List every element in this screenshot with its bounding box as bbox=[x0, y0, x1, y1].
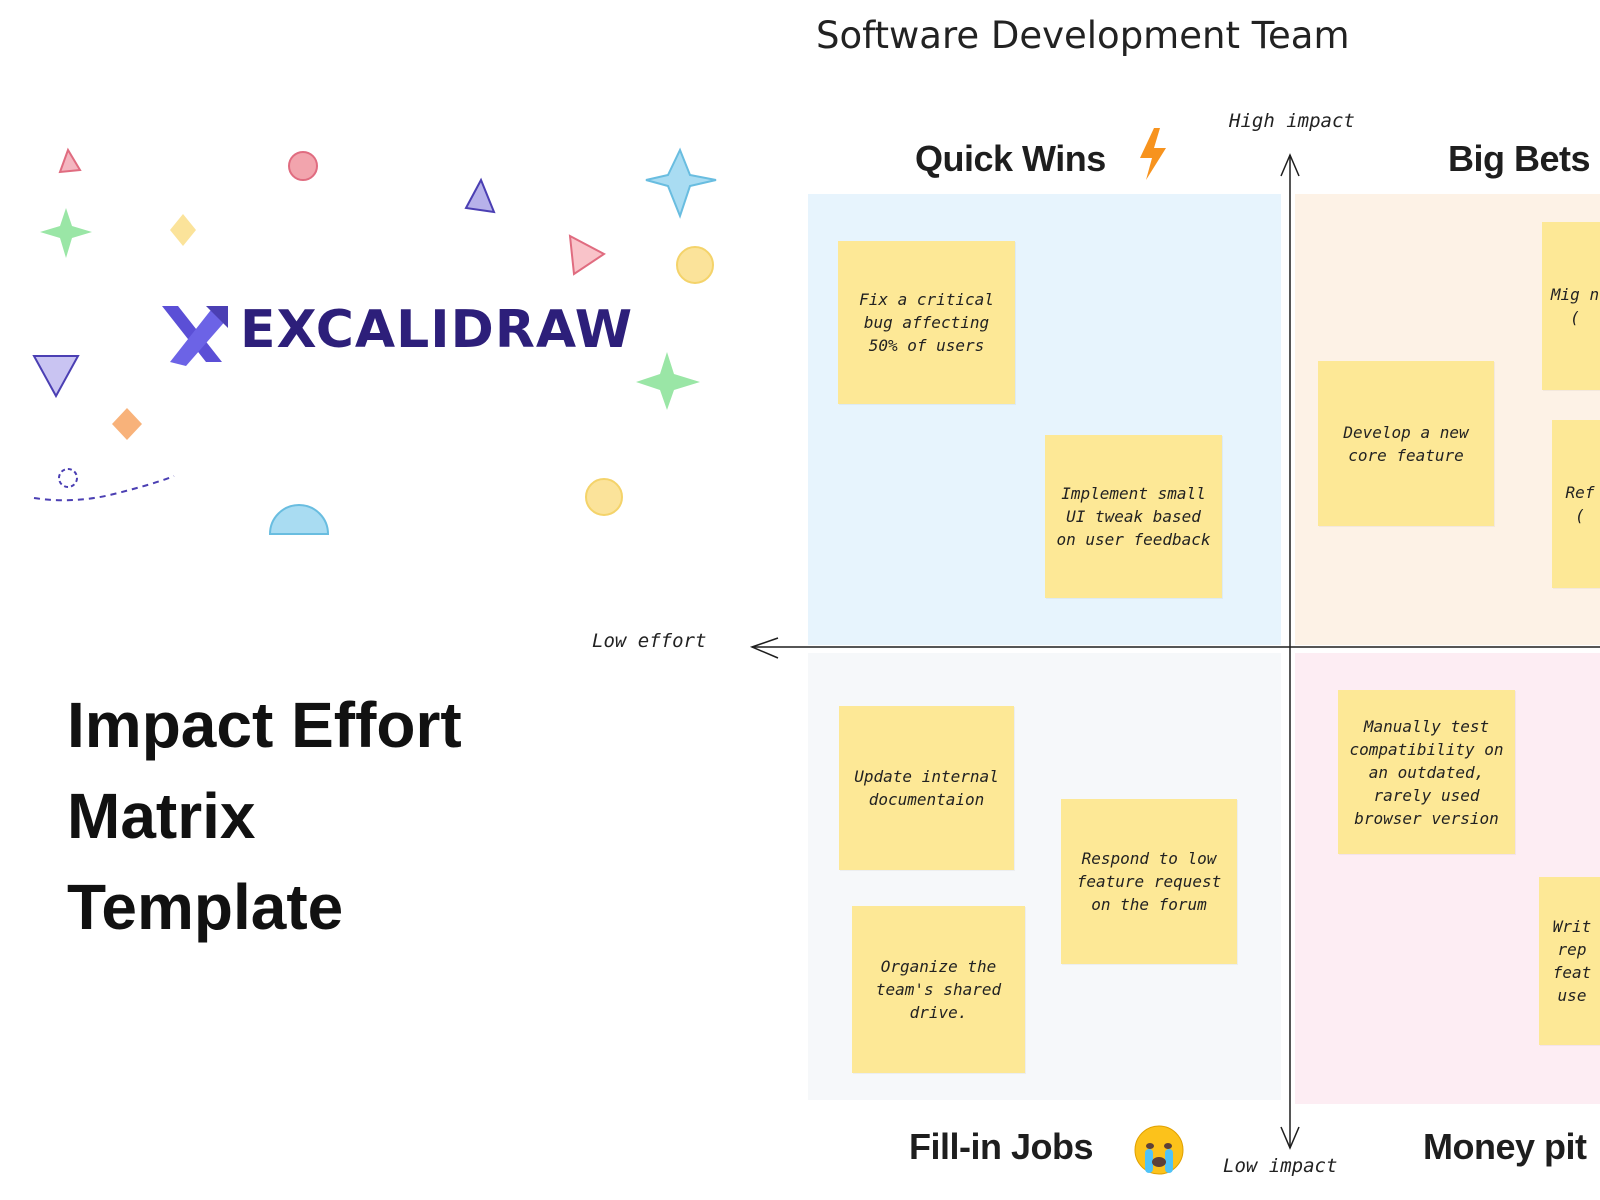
decorative-shapes bbox=[32, 147, 717, 535]
sticky-note[interactable]: Fix a critical bug affecting 50% of user… bbox=[838, 241, 1015, 404]
axis-label-low-impact: Low impact bbox=[1223, 1155, 1338, 1177]
sticky-note[interactable]: Writ rep feat use bbox=[1539, 877, 1600, 1045]
sparkle-shape-icon bbox=[40, 208, 92, 258]
sparkle-shape-icon bbox=[645, 147, 717, 219]
triangle-shape-icon bbox=[58, 147, 82, 174]
diamond-shape-icon bbox=[170, 214, 196, 246]
sticky-note[interactable]: Implement small UI tweak based on user f… bbox=[1045, 435, 1222, 598]
quadrant-label-big-bets: Big Bets bbox=[1448, 138, 1591, 179]
lightning-bolt-icon bbox=[1140, 128, 1166, 180]
board-title: Software Development Team bbox=[816, 14, 1350, 57]
quadrant-label-fill-in-jobs: Fill-in Jobs bbox=[909, 1126, 1094, 1167]
circle-shape-icon bbox=[676, 246, 714, 284]
sticky-note[interactable]: Mig n ( bbox=[1542, 222, 1600, 390]
quadrant-label-quick-wins: Quick Wins bbox=[915, 138, 1106, 179]
half-circle-shape-icon bbox=[268, 504, 330, 535]
sticky-note[interactable]: Develop a new core feature bbox=[1318, 361, 1494, 526]
circle-shape-icon bbox=[585, 478, 623, 516]
title-line: Impact Effort bbox=[67, 689, 462, 761]
excalidraw-logo-icon bbox=[162, 306, 228, 366]
circle-shape-icon bbox=[288, 151, 318, 181]
sticky-note[interactable]: Manually test compatibility on an outdat… bbox=[1338, 690, 1515, 854]
arrow-down-icon bbox=[1280, 1126, 1300, 1150]
title-line: Matrix bbox=[67, 780, 256, 852]
axis-label-low-effort: Low effort bbox=[592, 630, 707, 652]
sticky-note[interactable]: Respond to low feature request on the fo… bbox=[1061, 799, 1237, 964]
sticky-note[interactable]: Ref ( bbox=[1552, 420, 1600, 588]
dashed-arrow-icon bbox=[33, 475, 175, 502]
quadrant-label-money-pit: Money pit bbox=[1423, 1126, 1587, 1167]
triangle-shape-icon bbox=[32, 355, 80, 399]
excalidraw-logo-text: EXCALIDRAW bbox=[240, 300, 634, 360]
triangle-shape-icon bbox=[464, 177, 496, 214]
diamond-shape-icon bbox=[112, 408, 142, 440]
sticky-note[interactable]: Update internal documentaion bbox=[839, 706, 1014, 870]
arrow-left-icon bbox=[749, 637, 779, 659]
title-line: Template bbox=[67, 871, 344, 943]
axis-label-high-impact: High impact bbox=[1229, 110, 1355, 132]
arrow-up-icon bbox=[1280, 153, 1300, 177]
crying-face-emoji bbox=[1134, 1125, 1184, 1175]
sparkle-shape-icon bbox=[636, 352, 700, 410]
template-title: Impact Effort Matrix Template bbox=[67, 680, 462, 953]
triangle-shape-icon bbox=[568, 234, 606, 276]
sticky-note[interactable]: Organize the team's shared drive. bbox=[852, 906, 1025, 1073]
